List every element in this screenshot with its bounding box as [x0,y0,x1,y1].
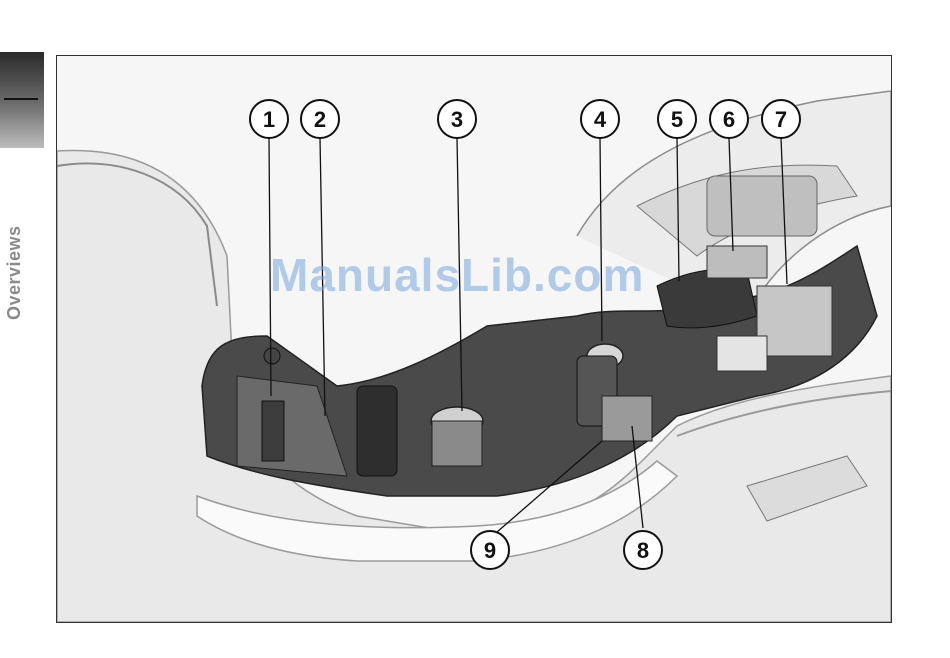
callout-6-label: 6 [723,107,735,132]
chapter-tab [0,52,44,148]
callout-9-label: 9 [484,538,496,563]
motorcycle-illustration: 1 2 3 4 5 6 7 8 [57,56,891,622]
chapter-tab-rule [4,98,38,100]
callout-7-label: 7 [775,107,787,132]
callout-3: 3 [438,100,476,138]
callout-3-label: 3 [451,107,463,132]
watermark-text: ManualsLib.com [270,248,644,302]
callout-5-label: 5 [671,107,683,132]
callout-1: 1 [250,100,288,138]
callout-9: 9 [471,531,509,569]
callout-4: 4 [581,100,619,138]
callout-2: 2 [301,100,339,138]
info-label-plate [602,396,652,441]
callout-7: 7 [762,100,800,138]
callout-1-label: 1 [263,107,275,132]
callout-4-label: 4 [594,107,607,132]
callout-8-label: 8 [637,538,649,563]
callout-5: 5 [658,100,696,138]
motorcycle-figure: 1 2 3 4 5 6 7 8 [56,55,892,623]
section-label: Overviews [4,225,25,320]
callout-2-label: 2 [314,107,326,132]
callout-6: 6 [710,100,748,138]
callout-8: 8 [624,531,662,569]
